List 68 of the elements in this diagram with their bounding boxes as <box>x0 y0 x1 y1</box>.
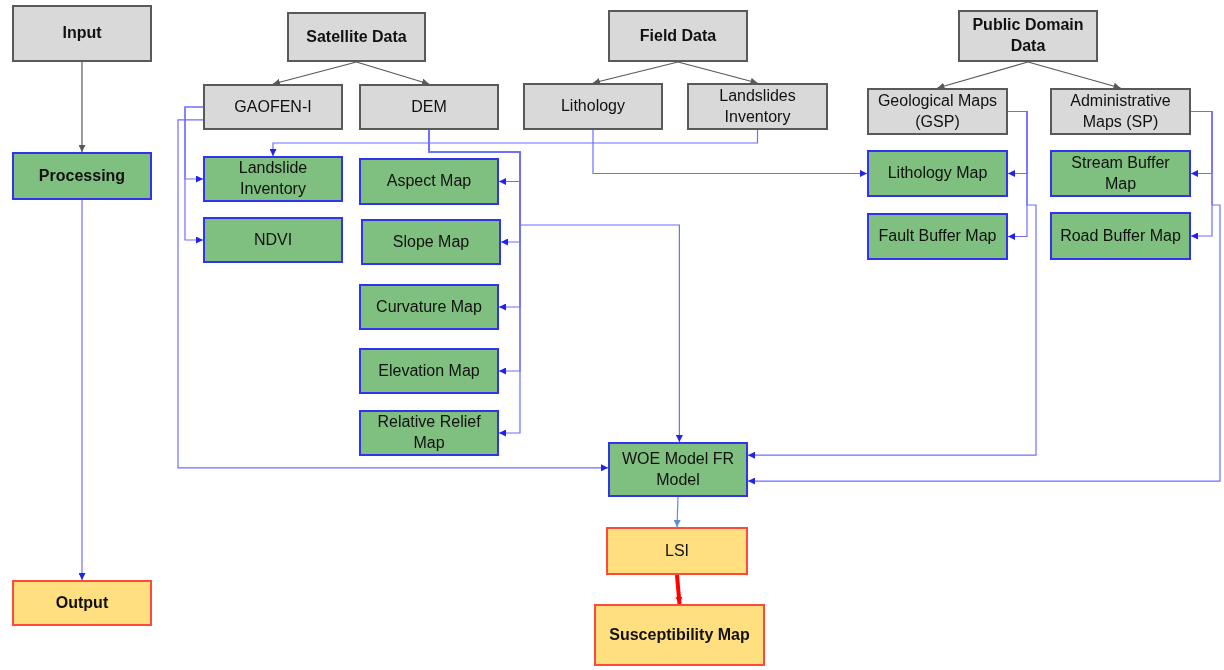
input-box <box>12 5 152 62</box>
process-box <box>867 213 1008 260</box>
connector-arrow <box>355 61 430 86</box>
box-label: Road Buffer Map <box>1060 225 1181 246</box>
process-box <box>359 410 499 456</box>
box-label: NDVI <box>253 229 293 250</box>
box-label: Administrative Maps (SP) <box>1069 90 1172 132</box>
box-label: Field Data <box>639 25 717 46</box>
process-box <box>1050 212 1191 260</box>
input-box <box>287 12 426 62</box>
input-box <box>359 84 499 130</box>
box-label: DEM <box>411 96 447 117</box>
connector-arrow <box>677 61 759 85</box>
box-label: WOE Model FR Model <box>621 448 735 490</box>
input-box <box>608 10 748 62</box>
box-label: GAOFEN-I <box>234 96 312 117</box>
input-box <box>1050 88 1191 135</box>
box-label: Stream Buffer Map <box>1070 152 1171 194</box>
box-label: Landslides Inventory <box>718 85 797 127</box>
box-label: Slope Map <box>392 231 470 252</box>
process-box <box>361 219 501 265</box>
box-label: Geological Maps (GSP) <box>876 90 999 132</box>
process-box <box>359 284 499 330</box>
connector-arrow <box>269 129 759 157</box>
input-box <box>203 84 343 130</box>
connector-arrow <box>177 119 609 472</box>
box-label: Curvature Map <box>376 296 482 317</box>
connector-arrow <box>936 61 1029 90</box>
connector-arrow <box>747 110 1037 459</box>
process-box <box>608 442 748 497</box>
output-box <box>606 527 748 575</box>
box-label: Public Domain Data <box>971 15 1085 56</box>
connector-arrow <box>272 61 358 86</box>
process-box <box>12 152 152 200</box>
input-box <box>958 10 1098 62</box>
box-label: Susceptibility Map <box>609 624 750 645</box>
box-label: Aspect Map <box>386 171 472 192</box>
output-box <box>12 580 152 626</box>
connector-arrow <box>184 106 204 244</box>
connector-arrow <box>1027 61 1122 90</box>
connector-arrow <box>747 110 1221 485</box>
process-box <box>203 217 343 263</box>
connector-arrow <box>673 496 681 528</box>
box-label: Lithology <box>560 96 625 117</box>
box-label: Elevation Map <box>378 360 480 381</box>
input-box <box>687 83 828 130</box>
connector-arrow <box>675 574 683 605</box>
box-label: Fault Buffer Map <box>878 226 997 247</box>
box-label: Landslide Inventory <box>237 158 309 199</box>
box-label: Output <box>55 592 109 613</box>
box-label: Input <box>62 23 102 44</box>
box-label: LSI <box>665 540 689 561</box>
connector-arrow <box>592 129 868 177</box>
input-box <box>867 88 1008 135</box>
output-box <box>594 604 765 666</box>
box-label: Satellite Data <box>306 26 407 47</box>
connector-arrow <box>78 199 86 581</box>
connector-arrow <box>592 61 679 85</box>
process-box <box>867 150 1008 197</box>
process-box <box>203 156 343 202</box>
box-label: Processing <box>38 165 126 186</box>
connector-arrow <box>78 61 86 153</box>
input-box <box>523 83 663 130</box>
process-box <box>359 158 499 205</box>
box-label: Relative Relief Map <box>376 412 482 453</box>
box-label: Lithology Map <box>887 163 988 184</box>
process-box <box>1050 150 1191 197</box>
process-box <box>359 348 499 394</box>
